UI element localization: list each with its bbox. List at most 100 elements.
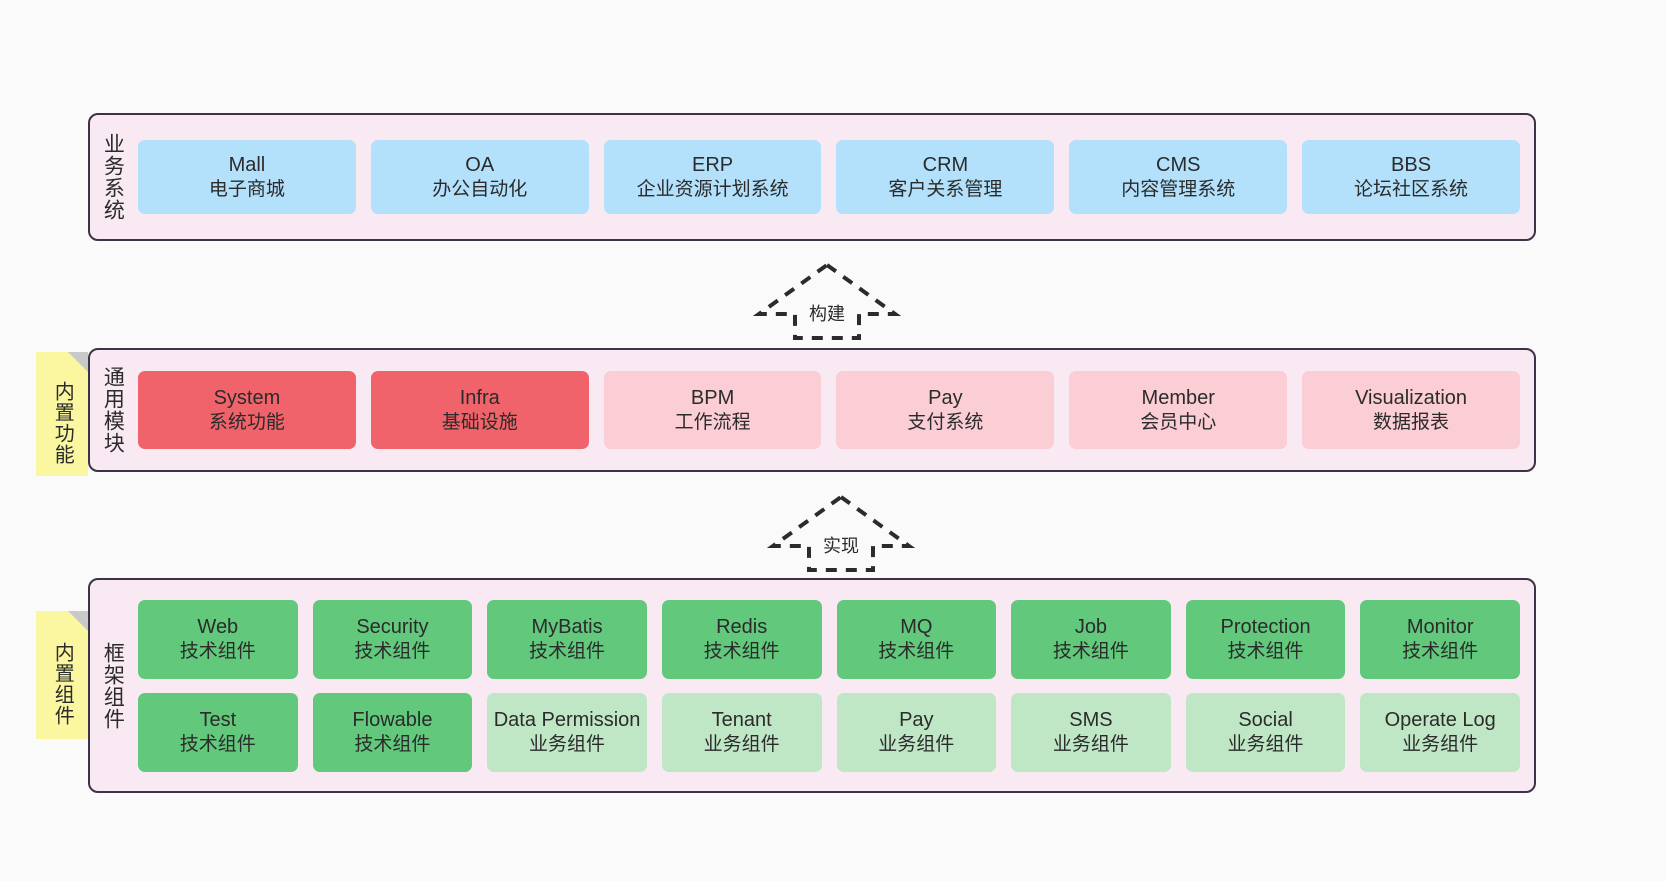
card-system[interactable]: System 系统功能 — [138, 371, 356, 449]
card-title: Monitor — [1406, 615, 1474, 638]
card-row: System 系统功能 Infra 基础设施 BPM 工作流程 Pay 支付系统… — [138, 371, 1520, 449]
card-oa[interactable]: OA 办公自动化 — [370, 140, 589, 214]
card-subtitle: 技术组件 — [179, 640, 256, 662]
arrow-implement: 实现 — [766, 494, 916, 572]
card-subtitle: 技术组件 — [179, 733, 256, 755]
layer-body-framework-components: Web 技术组件 Security 技术组件 MyBatis 技术组件 Redi… — [134, 580, 1534, 791]
layer-title-business-systems: 业务系统 — [101, 133, 125, 221]
card-subtitle: 业务组件 — [703, 733, 780, 755]
card-mall[interactable]: Mall 电子商城 — [138, 140, 356, 214]
card-title: Job — [1074, 615, 1108, 638]
card-subtitle: 技术组件 — [1402, 640, 1479, 662]
card-member[interactable]: Member 会员中心 — [1069, 371, 1288, 449]
layer-title-framework-components: 框架组件 — [101, 641, 125, 730]
card-monitor[interactable]: Monitor 技术组件 — [1360, 599, 1520, 679]
card-row: Test 技术组件 Flowable 技术组件 Data Permission … — [138, 692, 1520, 772]
card-title: Data Permission — [493, 708, 641, 731]
card-subtitle: 支付系统 — [907, 411, 984, 433]
card-mybatis[interactable]: MyBatis 技术组件 — [487, 599, 647, 679]
card-title: Infra — [459, 386, 500, 409]
layer-framework-components: 框架组件 Web 技术组件 Security 技术组件 MyBatis 技术组件… — [88, 578, 1536, 793]
card-title: MQ — [900, 615, 933, 638]
card-subtitle: 会员中心 — [1140, 411, 1217, 433]
card-subtitle: 业务组件 — [878, 733, 955, 755]
card-erp[interactable]: ERP 企业资源计划系统 — [603, 140, 822, 214]
card-title: Mall — [228, 153, 266, 176]
card-sms[interactable]: SMS 业务组件 — [1011, 692, 1171, 772]
card-test[interactable]: Test 技术组件 — [138, 692, 298, 772]
card-subtitle: 技术组件 — [1227, 640, 1304, 662]
card-title: ERP — [692, 153, 734, 176]
card-subtitle: 企业资源计划系统 — [636, 178, 789, 200]
card-title: Pay — [899, 708, 934, 731]
layer-common-modules: 通用模块 System 系统功能 Infra 基础设施 BPM 工作流程 Pay… — [88, 348, 1536, 472]
card-title: Test — [199, 708, 237, 731]
card-title: Member — [1141, 386, 1215, 409]
card-operate-log[interactable]: Operate Log 业务组件 — [1360, 692, 1520, 772]
note-label: 内置功能 — [51, 381, 74, 465]
card-job[interactable]: Job 技术组件 — [1011, 599, 1171, 679]
card-data-permission[interactable]: Data Permission 业务组件 — [487, 692, 647, 772]
arrow-label-implement: 实现 — [823, 536, 859, 556]
card-subtitle: 办公自动化 — [432, 178, 528, 200]
card-subtitle: 技术组件 — [354, 733, 431, 755]
arrow-build: 构建 — [752, 262, 902, 340]
card-title: SMS — [1069, 708, 1113, 731]
card-subtitle: 业务组件 — [529, 733, 606, 755]
card-title: System — [213, 386, 281, 409]
card-title: MyBatis — [531, 615, 603, 638]
card-subtitle: 系统功能 — [208, 411, 285, 433]
note-label: 内置组件 — [51, 642, 74, 726]
card-title: Operate Log — [1384, 708, 1496, 731]
layer-body-business-systems: Mall 电子商城 OA 办公自动化 ERP 企业资源计划系统 CRM 客户关系… — [134, 115, 1534, 239]
card-bbs[interactable]: BBS 论坛社区系统 — [1302, 140, 1520, 214]
card-subtitle: 电子商城 — [208, 178, 285, 200]
card-title: Redis — [716, 615, 768, 638]
card-title: CRM — [922, 153, 969, 176]
card-web[interactable]: Web 技术组件 — [138, 599, 298, 679]
card-tenant[interactable]: Tenant 业务组件 — [661, 692, 822, 772]
card-title: Flowable — [352, 708, 433, 731]
card-subtitle: 技术组件 — [703, 640, 780, 662]
card-title: Tenant — [711, 708, 772, 731]
card-crm[interactable]: CRM 客户关系管理 — [836, 140, 1055, 214]
card-subtitle: 论坛社区系统 — [1354, 178, 1469, 200]
card-subtitle: 业务组件 — [1227, 733, 1304, 755]
card-bpm[interactable]: BPM 工作流程 — [603, 371, 822, 449]
card-title: Social — [1238, 708, 1293, 731]
card-subtitle: 业务组件 — [1052, 733, 1129, 755]
card-subtitle: 内容管理系统 — [1121, 178, 1236, 200]
note-builtin-component: 内置组件 — [36, 611, 88, 739]
card-pay[interactable]: Pay 支付系统 — [836, 371, 1055, 449]
note-builtin-function: 内置功能 — [36, 352, 88, 476]
card-subtitle: 技术组件 — [354, 640, 431, 662]
card-row: Mall 电子商城 OA 办公自动化 ERP 企业资源计划系统 CRM 客户关系… — [138, 140, 1520, 214]
card-social[interactable]: Social 业务组件 — [1185, 692, 1346, 772]
card-subtitle: 技术组件 — [1052, 640, 1129, 662]
card-visualization[interactable]: Visualization 数据报表 — [1302, 371, 1520, 449]
card-subtitle: 客户关系管理 — [888, 178, 1003, 200]
card-protection[interactable]: Protection 技术组件 — [1185, 599, 1346, 679]
card-row: Web 技术组件 Security 技术组件 MyBatis 技术组件 Redi… — [138, 599, 1520, 679]
card-title: Web — [197, 615, 239, 638]
card-subtitle: 技术组件 — [878, 640, 955, 662]
card-flowable[interactable]: Flowable 技术组件 — [312, 692, 473, 772]
card-infra[interactable]: Infra 基础设施 — [370, 371, 589, 449]
card-title: Security — [356, 615, 429, 638]
card-mq[interactable]: MQ 技术组件 — [836, 599, 997, 679]
card-security[interactable]: Security 技术组件 — [312, 599, 473, 679]
card-title: OA — [465, 153, 495, 176]
card-pay-business[interactable]: Pay 业务组件 — [836, 692, 997, 772]
card-title: Visualization — [1355, 386, 1468, 409]
card-subtitle: 技术组件 — [529, 640, 606, 662]
card-cms[interactable]: CMS 内容管理系统 — [1069, 140, 1288, 214]
card-subtitle: 数据报表 — [1373, 411, 1450, 433]
card-subtitle: 工作流程 — [674, 411, 751, 433]
layer-title-common-modules: 通用模块 — [101, 366, 125, 454]
layer-body-common-modules: System 系统功能 Infra 基础设施 BPM 工作流程 Pay 支付系统… — [134, 350, 1534, 470]
card-title: BBS — [1391, 153, 1432, 176]
card-title: Pay — [928, 386, 963, 409]
card-redis[interactable]: Redis 技术组件 — [661, 599, 822, 679]
card-title: CMS — [1156, 153, 1201, 176]
